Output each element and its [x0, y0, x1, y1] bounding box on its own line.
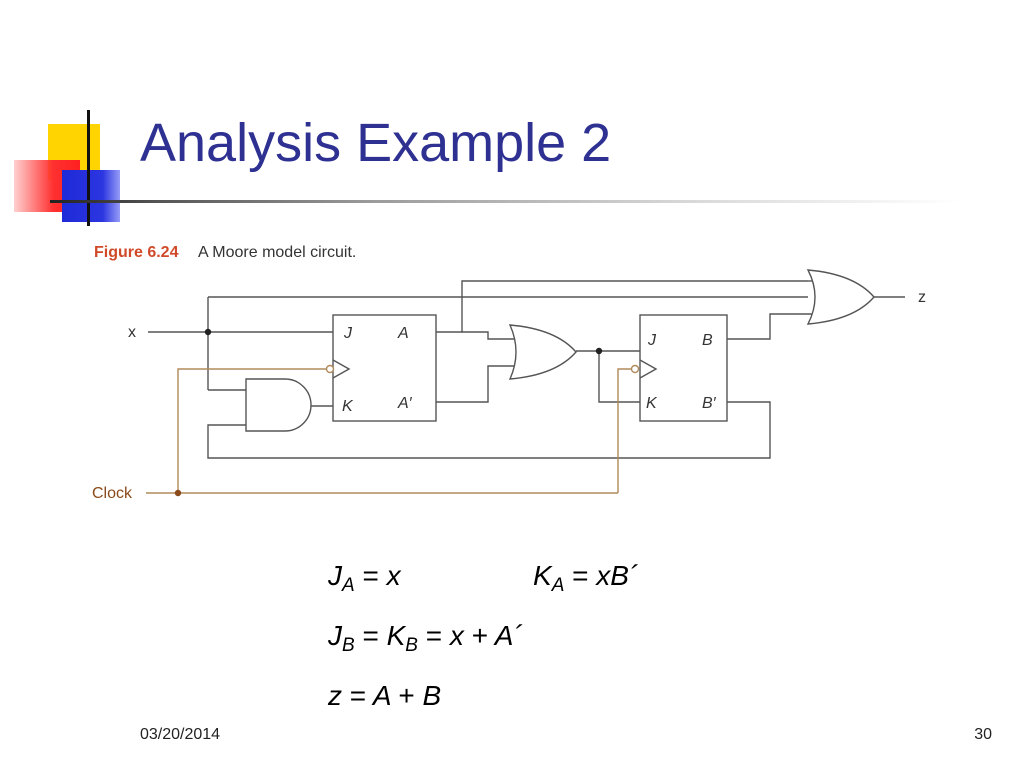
figure-caption-text: A Moore model circuit. — [198, 244, 357, 261]
flip-flop-b — [630, 314, 728, 422]
junction-dot-x — [204, 328, 212, 336]
page-number: 30 — [974, 726, 992, 743]
label-ffa-k: K — [342, 398, 354, 415]
label-ffb-q: B — [702, 332, 713, 349]
label-ffb-k: K — [646, 395, 658, 412]
label-ffb-j: J — [647, 332, 657, 349]
title-underline — [50, 200, 960, 203]
junction-dot-or1 — [595, 347, 603, 355]
equation-jb-kb: JB = KB = x + A´ — [328, 620, 523, 656]
figure-number: Figure 6.24 — [94, 244, 179, 261]
or-gate-2 — [806, 269, 875, 325]
label-ffb-qn: B′ — [702, 395, 717, 412]
footer-date: 03/20/2014 — [140, 726, 221, 743]
equation-z: z = A + B — [328, 680, 442, 711]
and-gate — [245, 378, 312, 432]
label-input-x: x — [128, 324, 136, 341]
circuit-labels: x z Clock J K A A′ J K B B′ — [92, 289, 926, 502]
clock-wires — [146, 368, 631, 494]
or-gate-1 — [508, 324, 577, 380]
decor-vertical-line — [87, 110, 90, 226]
label-output-z: z — [918, 289, 926, 306]
equation-ja: JA = x — [328, 560, 401, 596]
flip-flop-a — [325, 314, 437, 422]
figure-caption: Figure 6.24 A Moore model circuit. — [94, 244, 356, 262]
wires — [148, 280, 905, 459]
decor-blue-square — [62, 170, 120, 222]
label-ffa-qn: A′ — [397, 395, 413, 412]
label-ffa-q: A — [397, 325, 409, 342]
equation-ka: KA = xB´ — [533, 560, 639, 596]
label-ffa-j: J — [343, 325, 353, 342]
label-clock: Clock — [92, 485, 133, 502]
slide-title: Analysis Example 2 — [140, 113, 612, 173]
junction-dot-clock — [174, 489, 182, 497]
